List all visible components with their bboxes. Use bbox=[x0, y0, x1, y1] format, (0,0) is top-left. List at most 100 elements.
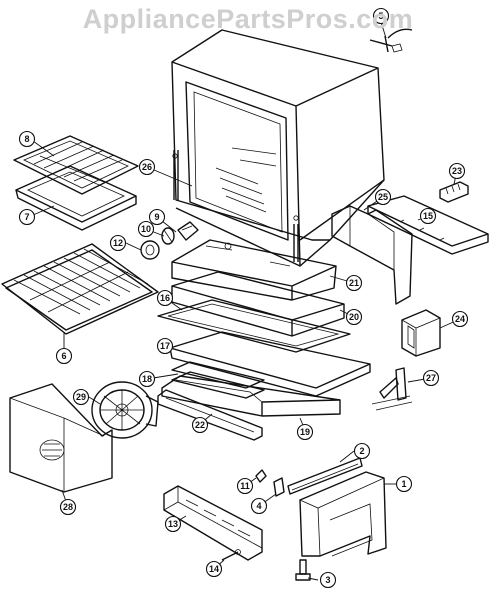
callout-circle bbox=[138, 370, 156, 388]
callout-circle bbox=[156, 289, 174, 307]
part-24-switch bbox=[401, 309, 441, 357]
callout-number: 3 bbox=[325, 575, 330, 585]
part-25-side-bracket bbox=[331, 205, 413, 305]
callout-number: 23 bbox=[452, 166, 462, 176]
callout-circle bbox=[395, 475, 413, 493]
callout-4: 4 bbox=[250, 497, 268, 515]
callout-number: 6 bbox=[61, 351, 66, 361]
callout-number: 4 bbox=[256, 501, 261, 511]
callout-23: 23 bbox=[448, 162, 466, 180]
part-9-receptacle bbox=[177, 221, 199, 241]
part-7-broiler-pan bbox=[15, 165, 137, 231]
callout-number: 26 bbox=[142, 162, 152, 172]
callout-17: 17 bbox=[156, 337, 174, 355]
callout-26: 26 bbox=[138, 158, 156, 176]
callout-number: 28 bbox=[63, 502, 73, 512]
part-27-latch bbox=[371, 367, 413, 411]
callout-9: 9 bbox=[148, 208, 166, 226]
callout-19: 19 bbox=[296, 423, 314, 441]
callout-24: 24 bbox=[451, 310, 469, 328]
part-13-kick-plate bbox=[163, 485, 263, 561]
part-4-bracket bbox=[273, 477, 285, 497]
callout-number: 25 bbox=[378, 192, 388, 202]
callout-circle bbox=[109, 234, 127, 252]
callout-circle bbox=[419, 207, 437, 225]
callout-circle bbox=[236, 477, 254, 495]
callout-circle bbox=[345, 308, 363, 326]
part-5-sensor bbox=[369, 28, 413, 53]
callout-number: 1 bbox=[401, 479, 406, 489]
callout-layer: 1234567891011121314151617181920212223242… bbox=[18, 7, 469, 589]
callout-5: 5 bbox=[372, 7, 390, 25]
callout-6: 6 bbox=[55, 347, 73, 365]
callout-15: 15 bbox=[419, 207, 437, 225]
callout-12: 12 bbox=[109, 234, 127, 252]
callout-number: 14 bbox=[209, 564, 219, 574]
callout-number: 11 bbox=[240, 481, 250, 491]
callout-11: 11 bbox=[236, 477, 254, 495]
callout-14: 14 bbox=[205, 560, 223, 578]
part-21-burner-box bbox=[171, 239, 337, 301]
callout-circle bbox=[345, 274, 363, 292]
callout-number: 15 bbox=[423, 211, 433, 221]
part-11-clip bbox=[255, 469, 267, 483]
callout-circle bbox=[55, 347, 73, 365]
callout-number: 13 bbox=[168, 519, 178, 529]
callout-8: 8 bbox=[18, 130, 36, 148]
callout-circle bbox=[353, 442, 371, 460]
callout-13: 13 bbox=[164, 515, 182, 533]
callout-circle bbox=[138, 158, 156, 176]
callout-circle bbox=[374, 188, 392, 206]
callout-circle bbox=[164, 515, 182, 533]
callout-number: 29 bbox=[76, 392, 86, 402]
callout-number: 22 bbox=[195, 420, 205, 430]
callout-circle bbox=[205, 560, 223, 578]
callout-number: 9 bbox=[154, 212, 159, 222]
callout-number: 8 bbox=[24, 134, 29, 144]
part-28-cover bbox=[9, 383, 113, 493]
callout-circle bbox=[448, 162, 466, 180]
callout-number: 20 bbox=[349, 312, 359, 322]
callout-circle bbox=[72, 388, 90, 406]
callout-16: 16 bbox=[156, 289, 174, 307]
callout-circle bbox=[319, 571, 337, 589]
callout-circle bbox=[156, 337, 174, 355]
watermark: AppliancePartsPros.com bbox=[82, 4, 414, 34]
callout-number: 17 bbox=[160, 341, 170, 351]
callout-circle bbox=[137, 220, 155, 238]
part-6-oven-rack bbox=[1, 243, 159, 335]
callout-circle bbox=[451, 310, 469, 328]
callout-number: 19 bbox=[300, 427, 310, 437]
part-8-broiler-grid bbox=[13, 135, 139, 195]
callout-20: 20 bbox=[345, 308, 363, 326]
part-10-bulb bbox=[161, 227, 175, 245]
callout-10: 10 bbox=[137, 220, 155, 238]
callout-circle bbox=[59, 498, 77, 516]
callout-number: 21 bbox=[349, 278, 359, 288]
part-15-channel bbox=[367, 195, 489, 255]
callout-number: 2 bbox=[359, 446, 364, 456]
callout-circle bbox=[148, 208, 166, 226]
part-3-leveling-leg bbox=[295, 559, 311, 581]
callout-22: 22 bbox=[191, 416, 209, 434]
callout-number: 24 bbox=[455, 314, 465, 324]
callout-number: 10 bbox=[141, 224, 151, 234]
callout-28: 28 bbox=[59, 498, 77, 516]
callout-1: 1 bbox=[395, 475, 413, 493]
callout-number: 18 bbox=[142, 374, 152, 384]
part-2-strip bbox=[287, 457, 363, 495]
part-1-base bbox=[299, 471, 387, 557]
callout-number: 5 bbox=[378, 11, 383, 21]
part-12-socket bbox=[140, 240, 160, 260]
part-19-drawer-body bbox=[161, 375, 341, 417]
callout-circle bbox=[250, 497, 268, 515]
callout-circle bbox=[372, 7, 390, 25]
callout-2: 2 bbox=[353, 442, 371, 460]
callout-21: 21 bbox=[345, 274, 363, 292]
callout-circle bbox=[191, 416, 209, 434]
callout-3: 3 bbox=[319, 571, 337, 589]
callout-29: 29 bbox=[72, 388, 90, 406]
callout-18: 18 bbox=[138, 370, 156, 388]
